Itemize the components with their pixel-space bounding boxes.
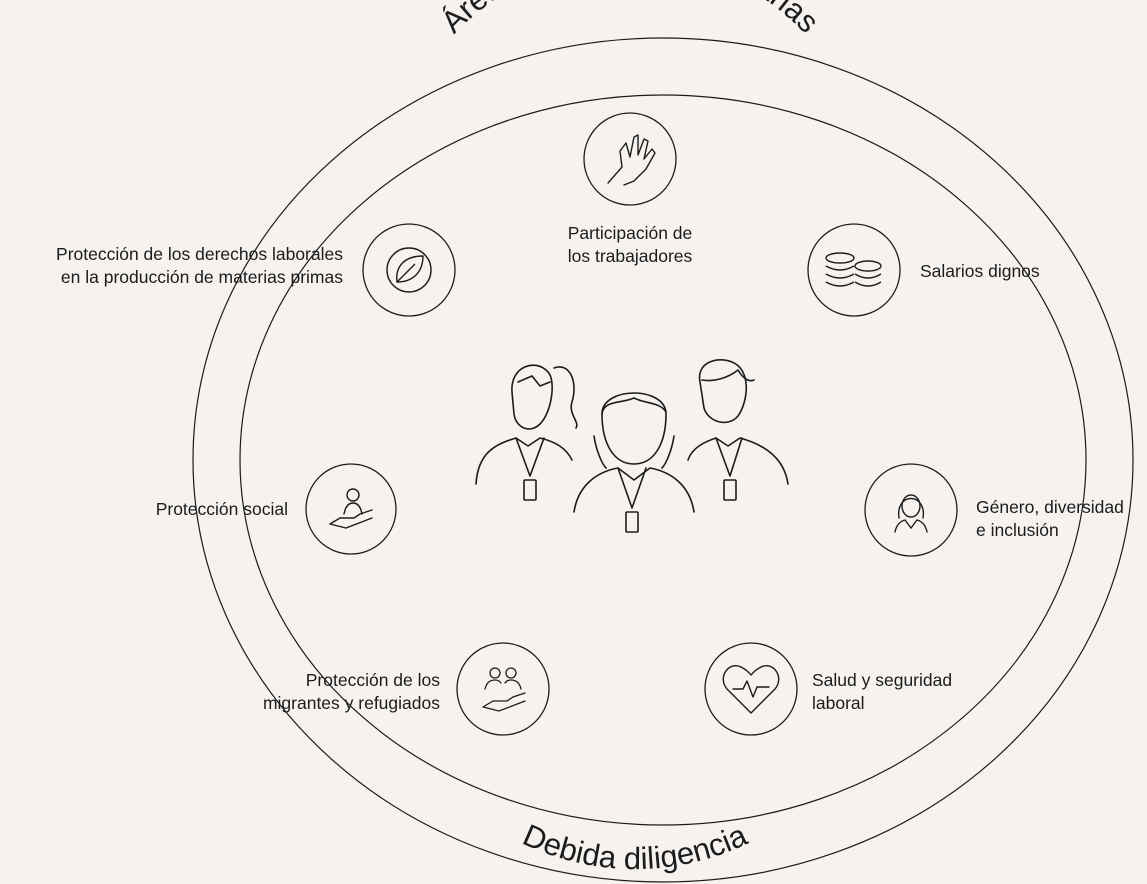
label-proteccion-social: Protección social (155, 499, 288, 519)
label-salarios: Salarios dignos (920, 261, 1040, 281)
label-salud: Salud y seguridad laboral (812, 670, 953, 713)
center-worker-head (601, 392, 667, 465)
coins-icon (807, 223, 901, 317)
ring-bottom-title: Debida diligencia (518, 817, 753, 876)
label-derechos-laborales: Protección de los derechos laborales en … (56, 244, 343, 287)
hand-icon (583, 112, 677, 206)
label-genero: Género, diversidad e inclusión (976, 497, 1124, 540)
people-hand-icon (456, 642, 550, 736)
right-worker-head (698, 358, 747, 424)
leaf-icon (362, 223, 456, 317)
label-participacion: Participación de los trabajadores (567, 223, 693, 266)
person-hand-icon (305, 463, 397, 555)
left-worker-head (511, 364, 553, 430)
inner-ring (239, 94, 1087, 826)
heart-pulse-icon (704, 642, 798, 736)
woman-icon (864, 463, 958, 557)
ring-top-title: Áreas de impacto prioritarias (434, 0, 826, 39)
label-migrantes: Protección de los migrantes y refugiados (262, 670, 440, 713)
workers-group-icon (475, 358, 789, 533)
outer-ring (192, 37, 1134, 883)
